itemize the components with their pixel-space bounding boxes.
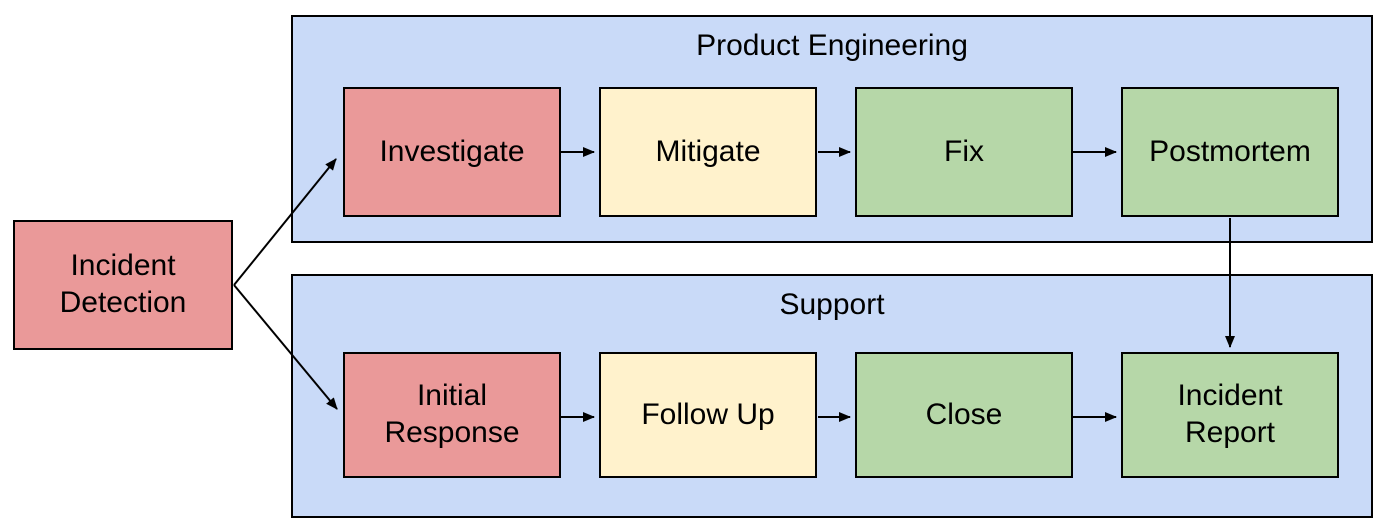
node-incident-detection: Incident Detection xyxy=(13,220,233,350)
node-incident-report-label: Incident Report xyxy=(1177,379,1283,449)
node-incident-detection-label: Incident Detection xyxy=(59,249,187,319)
lane-support: Support Initial Response Follow Up Close… xyxy=(291,274,1373,518)
lane-product-engineering-title: Product Engineering xyxy=(696,29,968,62)
node-fix-label: Fix xyxy=(944,134,984,168)
node-postmortem-label: Postmortem xyxy=(1149,134,1311,168)
node-initial-response: Initial Response xyxy=(343,352,561,478)
node-investigate: Investigate xyxy=(343,87,561,217)
node-initial-response-label: Initial Response xyxy=(384,379,520,449)
node-follow-up: Follow Up xyxy=(599,352,817,478)
lane-support-title: Support xyxy=(779,288,885,321)
node-close-label: Close xyxy=(925,397,1003,431)
lane-product-engineering: Product Engineering Investigate Mitigate… xyxy=(291,15,1373,243)
node-fix: Fix xyxy=(855,87,1073,217)
node-mitigate-label: Mitigate xyxy=(655,134,761,168)
node-incident-report: Incident Report xyxy=(1121,352,1339,478)
node-close: Close xyxy=(855,352,1073,478)
node-mitigate: Mitigate xyxy=(599,87,817,217)
node-postmortem: Postmortem xyxy=(1121,87,1339,217)
node-follow-up-label: Follow Up xyxy=(641,397,775,431)
node-investigate-label: Investigate xyxy=(379,134,525,168)
